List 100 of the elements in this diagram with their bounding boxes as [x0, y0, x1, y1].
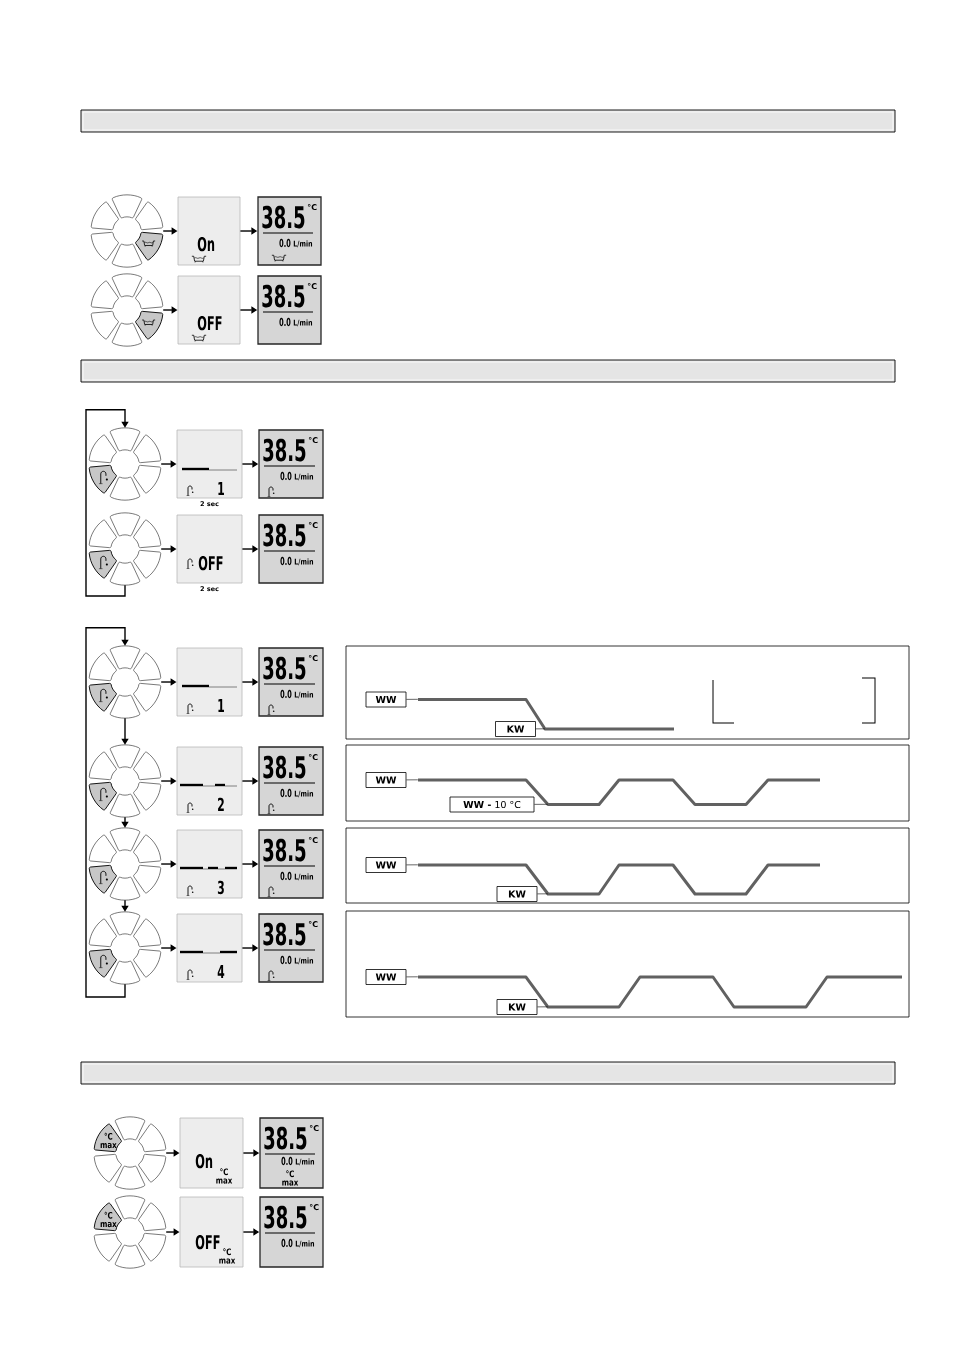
- lcd-display: [258, 647, 324, 717]
- lcd-display: [257, 196, 322, 266]
- degree-unit: °C: [309, 1204, 319, 1211]
- flow-unit: L/min: [294, 790, 314, 798]
- level-label: WW: [365, 857, 407, 873]
- lcd-display: [258, 514, 324, 584]
- loop-arrow: [85, 409, 129, 597]
- leader-line: [406, 976, 419, 978]
- level-label: WW - 10 °C: [449, 796, 535, 813]
- lcd-display: [258, 429, 324, 499]
- flow-reading: 0.0: [280, 871, 292, 881]
- temperature-reading: 38.5: [263, 838, 306, 862]
- status-text: OFF: [195, 1234, 220, 1250]
- lcd-display: [176, 829, 243, 899]
- lcd-display: [177, 275, 241, 345]
- lcd-display: [177, 196, 241, 266]
- key-label: °C max: [100, 1132, 117, 1149]
- flow-unit: L/min: [294, 473, 314, 481]
- program-number: 2: [218, 797, 224, 811]
- waveform-panel: [345, 744, 910, 822]
- arrow: [121, 816, 129, 828]
- temperature-reading: 38.5: [264, 1126, 307, 1150]
- temperature-reading: 38.5: [263, 523, 306, 547]
- max-indicator: °C max: [282, 1170, 299, 1186]
- flow-reading: 0.0: [280, 556, 292, 566]
- leader-line: [534, 804, 549, 805]
- key-label: °C max: [100, 1211, 117, 1228]
- lcd-display: [258, 746, 324, 816]
- degree-unit: °C: [308, 754, 318, 761]
- degree-unit: °C: [308, 837, 318, 844]
- status-text: OFF: [197, 315, 222, 331]
- flow-unit: L/min: [294, 957, 314, 965]
- waveform-line: [418, 975, 902, 1009]
- level-label: WW: [365, 772, 407, 788]
- leader-line: [537, 1006, 549, 1008]
- flow-unit: L/min: [295, 1158, 315, 1166]
- temperature-reading: 38.5: [263, 438, 306, 462]
- waveform-panel: [345, 910, 910, 1018]
- level-label: KW: [495, 721, 536, 737]
- program-number: 3: [217, 880, 224, 895]
- status-text: OFF: [198, 555, 223, 571]
- flow-reading: 0.0: [281, 1238, 293, 1248]
- waveform-panel: [345, 645, 910, 740]
- degree-unit: °C: [309, 1125, 319, 1132]
- status-text: On: [197, 236, 215, 252]
- lcd-display: [258, 913, 324, 983]
- level-label: WW: [365, 691, 407, 708]
- temperature-reading: 38.5: [263, 755, 306, 779]
- flow-reading: 0.0: [280, 471, 292, 481]
- program-number: 1: [218, 481, 224, 495]
- flow-unit: L/min: [294, 691, 314, 699]
- degree-unit: °C: [308, 522, 318, 529]
- loop-arrow: [85, 627, 129, 998]
- flow-unit: L/min: [293, 240, 313, 248]
- arrow: [121, 717, 129, 745]
- flow-reading: 0.0: [279, 238, 291, 248]
- flow-unit: L/min: [295, 1240, 315, 1248]
- temperature-reading: 38.5: [263, 656, 306, 680]
- degree-unit: °C: [307, 283, 317, 290]
- degree-unit: °C: [307, 204, 317, 211]
- flow-reading: 0.0: [280, 689, 292, 699]
- level-label: KW: [496, 999, 538, 1015]
- program-number: 4: [217, 964, 225, 978]
- flow-unit: L/min: [294, 558, 314, 566]
- lcd-display: [179, 1196, 244, 1268]
- flow-reading: 0.0: [279, 317, 291, 327]
- temperature-reading: 38.5: [263, 922, 306, 946]
- waveform-panel: [345, 827, 910, 904]
- leader-line: [537, 893, 549, 895]
- max-indicator: °C max: [216, 1168, 233, 1184]
- lcd-display: [176, 647, 243, 717]
- level-label: KW: [496, 886, 538, 902]
- flow-reading: 0.0: [280, 955, 292, 965]
- arrow: [121, 899, 129, 912]
- leader-line: [535, 728, 546, 730]
- flow-unit: L/min: [293, 319, 313, 327]
- degree-unit: °C: [308, 655, 318, 662]
- lcd-display: [176, 746, 243, 816]
- waveform-line: [418, 778, 820, 806]
- flow-unit: L/min: [294, 873, 314, 881]
- flow-reading: 0.0: [281, 1156, 293, 1166]
- temperature-reading: 38.5: [262, 284, 305, 308]
- program-number: 1: [218, 698, 224, 712]
- degree-unit: °C: [308, 437, 318, 444]
- leader-line: [406, 779, 419, 781]
- temperature-reading: 38.5: [262, 205, 305, 229]
- lcd-display: [176, 913, 243, 983]
- level-label: WW: [365, 969, 407, 985]
- leader-line: [406, 864, 419, 866]
- lcd-display: [258, 829, 324, 899]
- status-text: On: [195, 1153, 213, 1169]
- waveform-line: [418, 698, 674, 731]
- leader-line: [406, 699, 419, 700]
- lcd-display: [259, 1117, 324, 1189]
- lcd-display: [179, 1117, 244, 1189]
- temperature-reading: 38.5: [264, 1205, 307, 1229]
- lcd-display: [259, 1196, 324, 1268]
- lcd-display: [257, 275, 322, 345]
- max-indicator: °C max: [219, 1248, 236, 1264]
- flow-reading: 0.0: [280, 788, 292, 798]
